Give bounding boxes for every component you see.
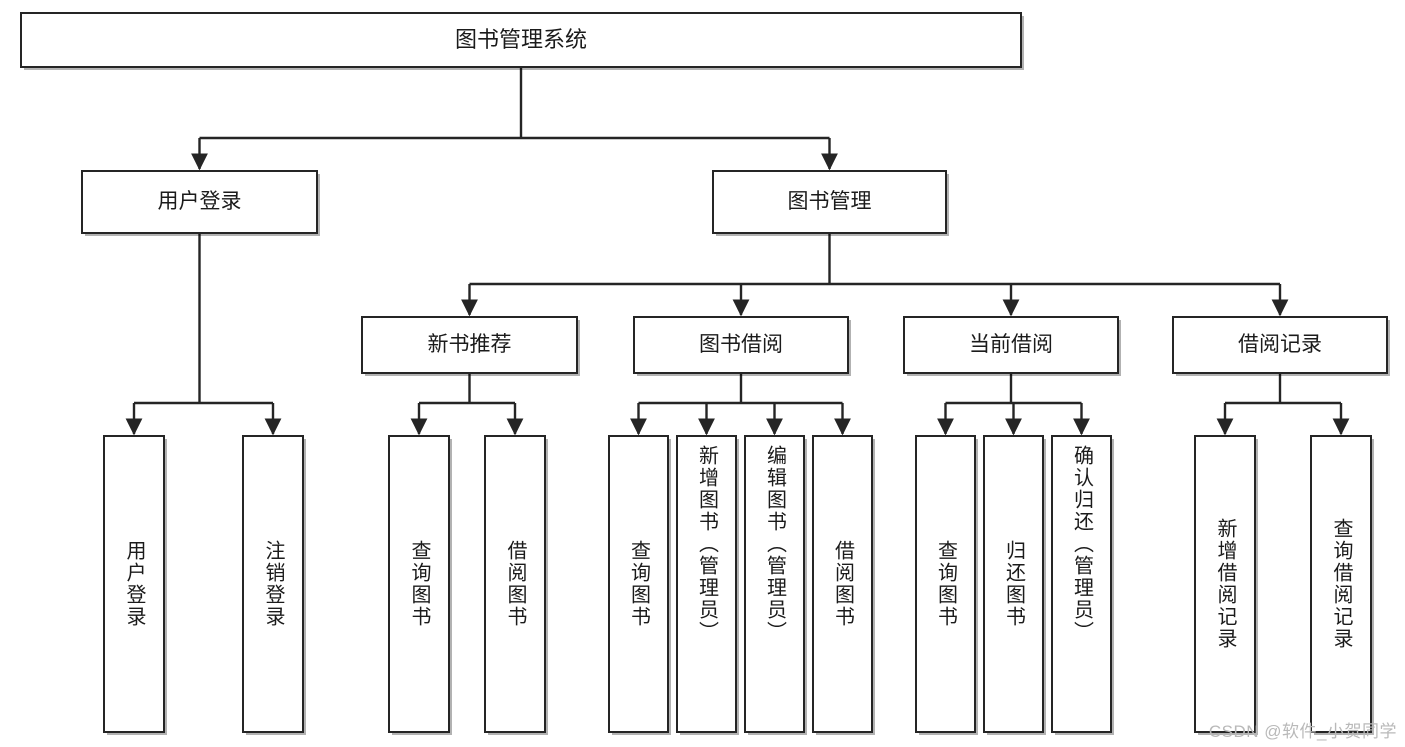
node-leaf-query-record[interactable]: 查询借阅记录 (1310, 435, 1372, 733)
node-leaf-query-book-2[interactable]: 查询图书 (608, 435, 669, 733)
node-leaf-user-login[interactable]: 用户登录 (103, 435, 165, 733)
node-new-book-rec[interactable]: 新书推荐 (361, 316, 578, 374)
node-leaf-query-book-2-label: 查询图书 (627, 540, 650, 628)
node-leaf-logout-login[interactable]: 注销登录 (242, 435, 304, 733)
node-root[interactable]: 图书管理系统 (20, 12, 1022, 68)
node-leaf-add-book-label: 新增图书（管理员） (695, 445, 718, 643)
node-root-label: 图书管理系统 (454, 27, 587, 53)
node-new-book-rec-label: 新书推荐 (427, 332, 512, 356)
node-leaf-borrow-book-1[interactable]: 借阅图书 (484, 435, 546, 733)
node-leaf-edit-book-label: 编辑图书（管理员） (763, 445, 786, 643)
node-leaf-add-book[interactable]: 新增图书（管理员） (676, 435, 737, 733)
node-leaf-query-book-1[interactable]: 查询图书 (388, 435, 450, 733)
node-book-borrow-label: 图书借阅 (699, 332, 783, 356)
node-leaf-borrow-book-2-label: 借阅图书 (831, 540, 854, 628)
node-leaf-add-record-label: 新增借阅记录 (1214, 518, 1236, 650)
node-leaf-add-record[interactable]: 新增借阅记录 (1194, 435, 1256, 733)
node-leaf-user-login-label: 用户登录 (123, 540, 145, 628)
node-book-manage-label: 图书管理 (787, 189, 872, 213)
node-leaf-query-book-3-label: 查询图书 (934, 540, 957, 628)
node-current-borrow[interactable]: 当前借阅 (903, 316, 1119, 374)
node-leaf-confirm-return-label: 确认归还（管理员） (1070, 445, 1093, 643)
node-leaf-logout-login-label: 注销登录 (262, 540, 284, 628)
watermark: CSDN @软件_小贺同学 (1208, 722, 1397, 741)
node-leaf-query-book-1-label: 查询图书 (408, 540, 430, 628)
node-borrow-record-label: 借阅记录 (1238, 332, 1322, 356)
node-borrow-record[interactable]: 借阅记录 (1172, 316, 1388, 374)
node-user-login[interactable]: 用户登录 (81, 170, 318, 234)
node-leaf-return-book-label: 归还图书 (1002, 540, 1025, 628)
node-leaf-edit-book[interactable]: 编辑图书（管理员） (744, 435, 805, 733)
node-leaf-query-book-3[interactable]: 查询图书 (915, 435, 976, 733)
node-leaf-query-record-label: 查询借阅记录 (1330, 518, 1352, 650)
node-leaf-return-book[interactable]: 归还图书 (983, 435, 1044, 733)
node-book-manage[interactable]: 图书管理 (712, 170, 947, 234)
node-book-borrow[interactable]: 图书借阅 (633, 316, 849, 374)
node-leaf-borrow-book-2[interactable]: 借阅图书 (812, 435, 873, 733)
node-current-borrow-label: 当前借阅 (969, 332, 1053, 356)
node-user-login-label: 用户登录 (157, 189, 242, 213)
node-leaf-confirm-return[interactable]: 确认归还（管理员） (1051, 435, 1112, 733)
node-leaf-borrow-book-1-label: 借阅图书 (504, 540, 526, 628)
